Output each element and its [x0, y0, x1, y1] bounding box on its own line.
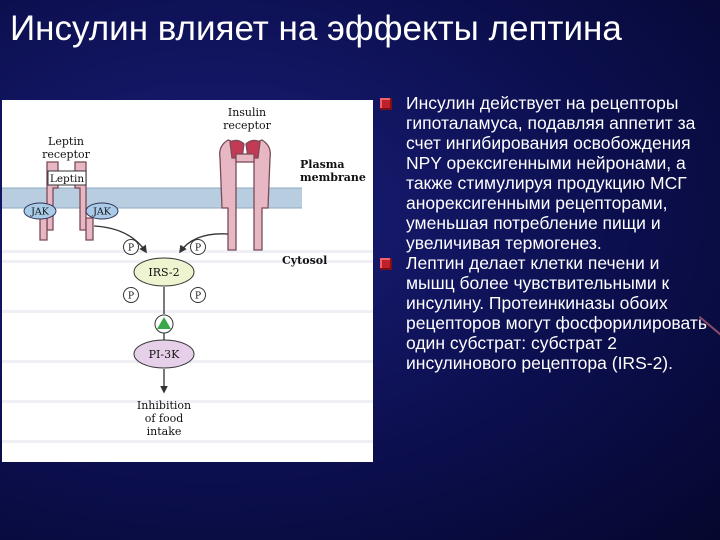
plasma-membrane-label-2: membrane: [300, 171, 366, 184]
bullet-marker-icon: [380, 98, 392, 110]
jak-right-label: JAK: [92, 207, 112, 218]
phosphate-groups: [123, 239, 206, 303]
bullet-text: Лептин делает клетки печени и мышц более…: [406, 253, 708, 373]
leptin-receptor-label: Leptin: [48, 135, 84, 148]
phosphate-label-2: P: [195, 244, 201, 254]
leptin-to-irs2-arrow: [93, 225, 147, 254]
activation-triangle: [157, 317, 171, 329]
bullet-list: Инсулин действует на рецепторы гипоталам…: [380, 93, 712, 374]
bullet-item: Инсулин действует на рецепторы гипоталам…: [380, 93, 712, 254]
bullet-text: Инсулин действует на рецепторы гипоталам…: [406, 93, 696, 253]
plasma-membrane-label: Plasma: [300, 158, 345, 171]
cytosol-label: Cytosol: [282, 254, 327, 267]
insulin-receptor-label: Insulin: [228, 106, 266, 119]
bullet-item: Лептин делает клетки печени и мышц более…: [380, 253, 712, 374]
inhibition-label-3: intake: [147, 425, 182, 438]
leptin-receptor-label-2: receptor: [42, 148, 91, 161]
inhibition-label-2: of food: [145, 412, 184, 425]
jak-left: [23, 202, 57, 220]
phosphate-label-1: P: [128, 244, 134, 254]
irs2-label: IRS-2: [148, 266, 179, 279]
pi3k-label: PI-3K: [149, 348, 180, 361]
leptin-label: Leptin: [50, 173, 84, 185]
phosphate-label-4: P: [195, 292, 201, 302]
insulin-receptor: [219, 139, 271, 251]
slide-title: Инсулин влияет на эффекты лептина: [10, 9, 622, 48]
leptin-box: [47, 170, 87, 186]
pi3k-node: [133, 339, 195, 369]
inhibition-label-1: Inhibition: [137, 399, 191, 412]
jak-left-label: JAK: [30, 207, 50, 218]
diagram-canvas: Leptin receptor Leptin JAK JAK Insulin r…: [2, 106, 373, 443]
jak-right: [85, 202, 119, 220]
phosphate-label-3: P: [128, 292, 134, 302]
bullet-marker-icon: [380, 258, 392, 270]
insulin-to-irs2-arrow: [179, 233, 229, 254]
irs2-node: [133, 257, 195, 287]
insulin-receptor-label-2: receptor: [223, 119, 272, 132]
leptin-insulin-signaling-diagram: Leptin receptor Leptin JAK JAK Insulin r…: [2, 100, 373, 462]
